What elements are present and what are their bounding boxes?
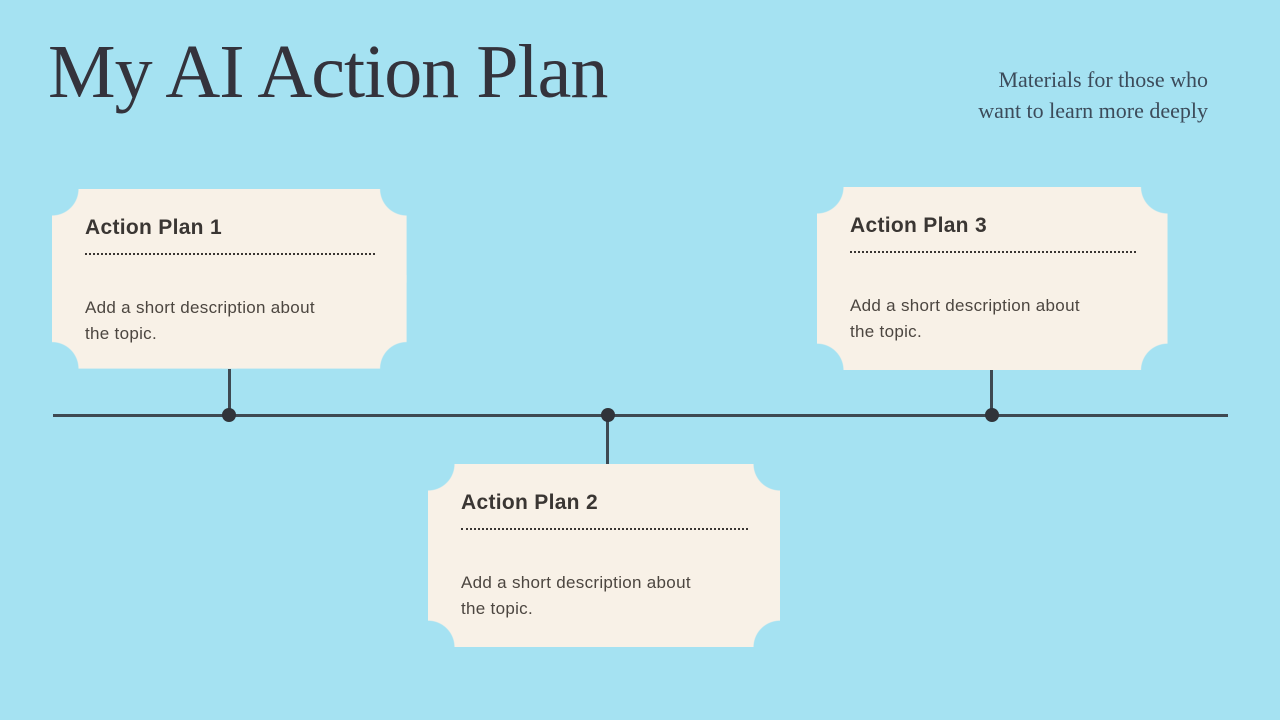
card-1-heading: Action Plan 1 <box>85 216 222 239</box>
timeline-dot-1 <box>222 408 236 422</box>
card-1-dotted-separator <box>85 253 375 255</box>
page-title: My AI Action Plan <box>48 30 608 114</box>
card-3-description: Add a short description about the topic. <box>850 296 1080 341</box>
card-2-dotted-separator <box>461 528 748 530</box>
action-plan-card-3: Action Plan 3 Add a short description ab… <box>817 187 1168 370</box>
page-subtitle: Materials for those who want to learn mo… <box>978 64 1208 126</box>
card-3-heading: Action Plan 3 <box>850 214 987 237</box>
timeline-connector-3 <box>990 370 993 415</box>
card-2-description: Add a short description about the topic. <box>461 573 691 618</box>
card-3-dotted-separator <box>850 251 1136 253</box>
timeline-line <box>53 414 1228 417</box>
page-subtitle-line-1: Materials for those who <box>998 67 1208 92</box>
card-1-description: Add a short description about the topic. <box>85 298 315 343</box>
timeline-dot-2 <box>601 408 615 422</box>
timeline-connector-2 <box>606 415 609 465</box>
timeline-connector-1 <box>228 369 231 415</box>
page-subtitle-line-2: want to learn more deeply <box>978 98 1208 123</box>
card-2-heading: Action Plan 2 <box>461 491 598 514</box>
action-plan-card-2: Action Plan 2 Add a short description ab… <box>428 464 780 647</box>
action-plan-card-1: Action Plan 1 Add a short description ab… <box>52 189 407 369</box>
timeline-dot-3 <box>985 408 999 422</box>
